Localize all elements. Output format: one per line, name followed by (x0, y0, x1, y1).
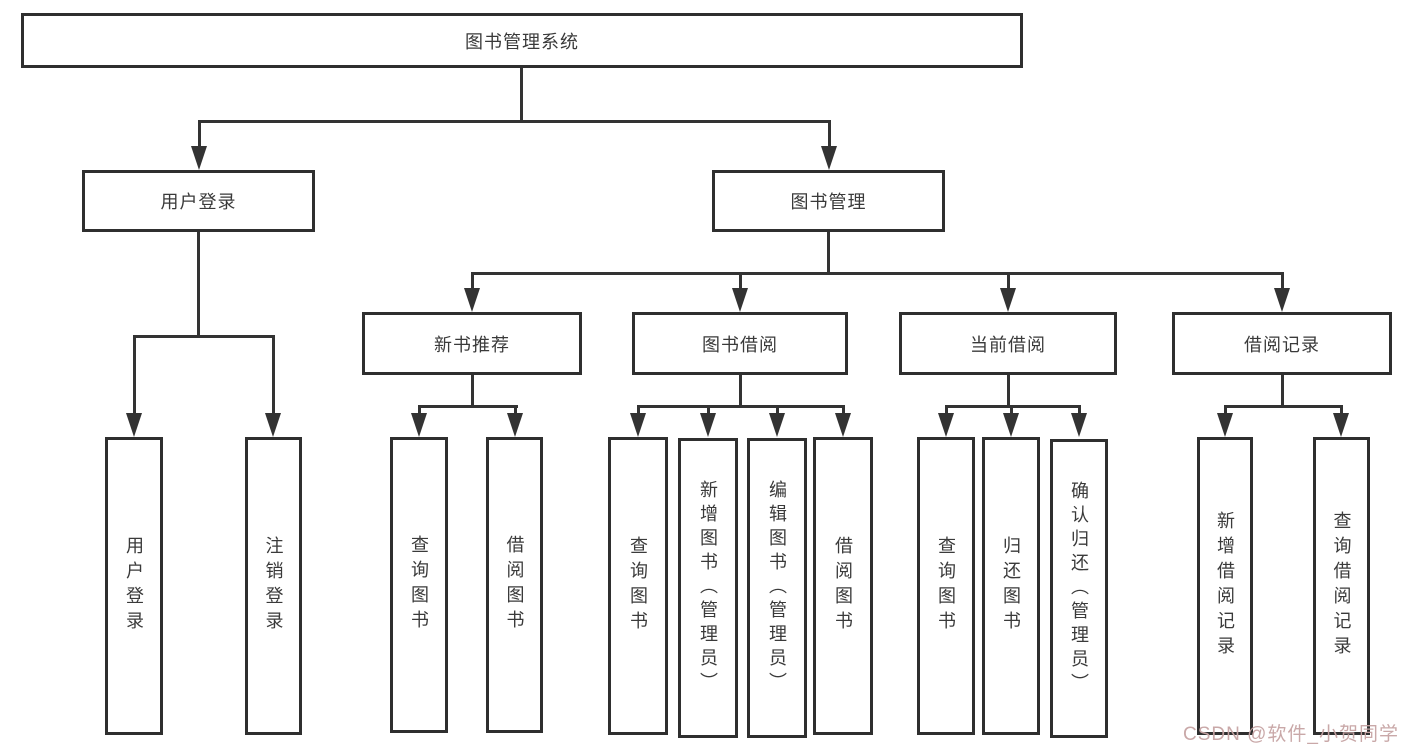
connector-book-borrow-stem (739, 375, 742, 408)
arrowhead-current-query (938, 413, 954, 437)
connector-to-user-login (198, 120, 201, 150)
arrowhead-new-recommend (464, 288, 480, 312)
connector-to-leaf-logout (272, 335, 275, 417)
connector-level1-rail (199, 120, 831, 123)
leaf-query-borrow-record: 查询借阅记录 (1313, 437, 1370, 735)
leaf-add-books-admin: 新增图书（管理员） (678, 438, 738, 738)
leaf-edit-books-admin: 编辑图书（管理员） (747, 438, 807, 738)
connector-user-login-stem (197, 232, 200, 338)
arrowhead-records-query (1333, 413, 1349, 437)
connector-records-rail (1224, 405, 1343, 408)
connector-to-leaf-login (133, 335, 136, 417)
arrowhead-borrow-borrow (835, 413, 851, 437)
node-new-book-recommend: 新书推荐 (362, 312, 582, 375)
arrowhead-borrow-records (1274, 288, 1290, 312)
node-user-login: 用户登录 (82, 170, 315, 232)
connector-to-book-management (828, 120, 831, 150)
leaf-borrow-query-books: 查询图书 (608, 437, 668, 735)
arrowhead-records-add (1217, 413, 1233, 437)
connector-to-new-recommend (471, 272, 474, 292)
arrowhead-book-management (821, 146, 837, 170)
csdn-watermark: CSDN @软件_小贺同学 (1183, 724, 1399, 745)
leaf-add-borrow-record: 新增借阅记录 (1197, 437, 1253, 735)
arrowhead-borrow-add (700, 413, 716, 437)
leaf-recommend-borrow-books: 借阅图书 (486, 437, 543, 733)
node-borrow-records: 借阅记录 (1172, 312, 1392, 375)
arrowhead-rec-query (411, 413, 427, 437)
arrowhead-book-borrow (732, 288, 748, 312)
connector-current-stem (1007, 375, 1010, 408)
connector-to-borrow-query (637, 405, 640, 417)
connector-to-book-borrow (739, 272, 742, 292)
node-book-borrow: 图书借阅 (632, 312, 848, 375)
leaf-user-login: 用户登录 (105, 437, 163, 735)
connector-to-current-return (1010, 405, 1013, 417)
connector-to-borrow-add (707, 405, 710, 417)
arrowhead-rec-borrow (507, 413, 523, 437)
connector-to-rec-query (418, 405, 421, 417)
arrowhead-current-return (1003, 413, 1019, 437)
connector-current-rail (945, 405, 1081, 408)
connector-records-stem (1281, 375, 1284, 408)
connector-level2-rail (471, 272, 1284, 275)
arrowhead-leaf-login (126, 413, 142, 437)
leaf-return-books: 归还图书 (982, 437, 1040, 735)
leaf-confirm-return-admin: 确认归还（管理员） (1050, 439, 1108, 738)
connector-book-management-stem (827, 232, 830, 275)
connector-to-records-add (1224, 405, 1227, 417)
connector-to-current-query (945, 405, 948, 417)
leaf-borrow-books: 借阅图书 (813, 437, 873, 735)
connector-to-borrow-records (1281, 272, 1284, 292)
connector-new-recommend-stem (471, 375, 474, 408)
connector-to-records-query (1340, 405, 1343, 417)
node-book-management: 图书管理 (712, 170, 945, 232)
connector-user-login-rail (133, 335, 274, 338)
arrowhead-current-borrow (1000, 288, 1016, 312)
arrowhead-borrow-edit (769, 413, 785, 437)
node-current-borrow: 当前借阅 (899, 312, 1117, 375)
leaf-logout: 注销登录 (245, 437, 302, 735)
connector-to-borrow-borrow (842, 405, 845, 417)
connector-to-current-confirm (1078, 405, 1081, 417)
leaf-current-query-books: 查询图书 (917, 437, 975, 735)
arrowhead-borrow-query (630, 413, 646, 437)
connector-to-rec-borrow (514, 405, 517, 417)
connector-root-stem (520, 68, 523, 123)
connector-book-borrow-rail (637, 405, 845, 408)
arrowhead-current-confirm (1071, 413, 1087, 437)
node-root: 图书管理系统 (21, 13, 1023, 68)
leaf-recommend-query-books: 查询图书 (390, 437, 448, 733)
arrowhead-leaf-logout (265, 413, 281, 437)
connector-to-borrow-edit (776, 405, 779, 417)
connector-to-current-borrow (1007, 272, 1010, 292)
arrowhead-user-login (191, 146, 207, 170)
connector-new-recommend-rail (418, 405, 518, 408)
